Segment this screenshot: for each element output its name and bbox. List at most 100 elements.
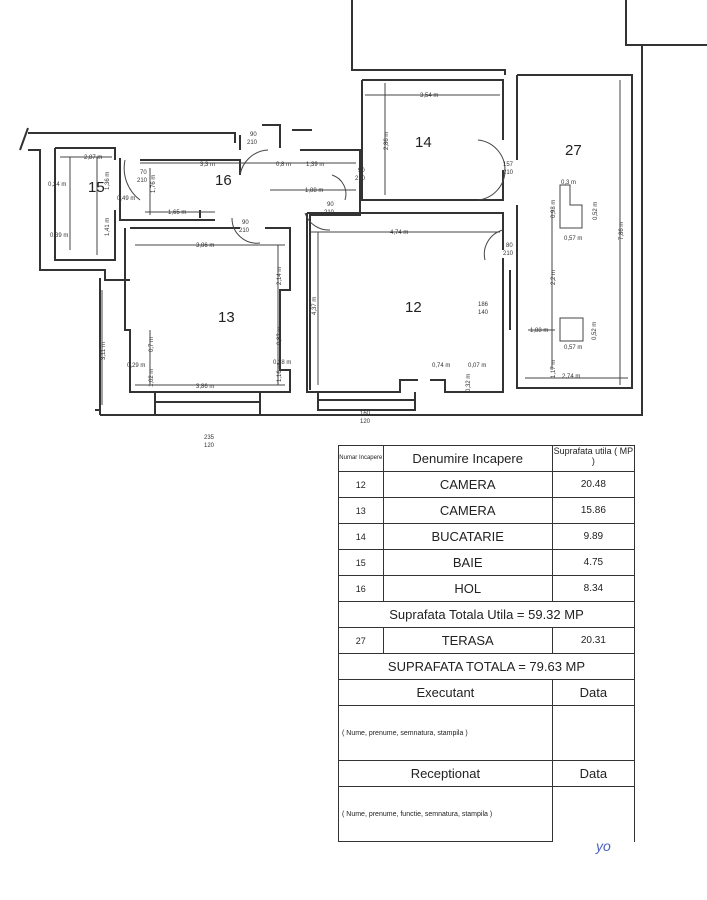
total-usable-row: Suprafata Totala Utila = 59.32 MP (338, 601, 635, 628)
dim-label: 0,39 m (50, 233, 68, 239)
dim-label: 0,49 m (117, 196, 135, 202)
door-width: 90 (250, 132, 257, 138)
room-name: CAMERA (382, 471, 553, 498)
executant-date-label: Data (551, 679, 636, 706)
door-height: 210 (503, 170, 514, 176)
dim-label: 1,02 m (149, 369, 155, 387)
dim-label: 0,29 m (127, 363, 145, 369)
executant-signature-field: ( Nume, prenume, semnatura, stampila ) (338, 705, 553, 761)
room-number: 14 (338, 523, 384, 550)
room-number-27: 27 (565, 142, 582, 159)
window-height: 120 (360, 419, 371, 425)
dim-label: 0,52 m (593, 202, 599, 220)
room-area: 20.31 (551, 627, 636, 654)
dim-label: 3,3 m (200, 162, 215, 168)
room-number: 16 (338, 575, 384, 602)
receptionat-date-field (551, 786, 636, 842)
room-number: 12 (338, 471, 384, 498)
room-number-12: 12 (405, 299, 422, 316)
window-width: 186 (478, 302, 489, 308)
receptionat-label: Receptionat (338, 760, 553, 787)
room-area: 9.89 (551, 523, 636, 550)
total-area: SUPRAFATA TOTALA = 79.63 MP (338, 653, 635, 680)
dim-label: 3,11 m (101, 342, 107, 360)
room-number: 15 (338, 549, 384, 576)
room-name: CAMERA (382, 497, 553, 524)
header-room-name: Denumire Incapere (382, 445, 553, 472)
room-number: 13 (338, 497, 384, 524)
door-width: 157 (503, 162, 514, 168)
dim-label: 1,36 m (105, 172, 111, 190)
room-number-16: 16 (215, 172, 232, 189)
dim-label: 2,14 m (277, 267, 283, 285)
door-swings (123, 139, 506, 261)
room-name: BUCATARIE (382, 523, 553, 550)
room-areas-table: Numar Incapere Denumire Incapere Suprafa… (338, 445, 636, 842)
dim-label: 1,16 m (277, 364, 283, 382)
room-area: 15.86 (551, 497, 636, 524)
dim-label: 0,32 m (466, 374, 472, 392)
door-width: 90 (358, 168, 365, 174)
room-number-15: 15 (88, 179, 105, 196)
door-height: 210 (355, 176, 366, 182)
dim-label: 4,37 m (312, 297, 318, 315)
dim-label: 1,17 m (551, 360, 557, 378)
executant-date-field (551, 705, 636, 761)
window-width: 160 (360, 411, 371, 417)
window-width: 235 (204, 435, 215, 441)
dim-label: 1,65 m (168, 210, 186, 216)
header-area: Suprafata utila ( MP ) (551, 445, 636, 472)
total-usable-area: Suprafata Totala Utila = 59.32 MP (338, 601, 635, 628)
dim-label: 0,52 m (592, 322, 598, 340)
dim-label: 0,74 m (432, 363, 450, 369)
dim-label: 0,57 m (564, 236, 582, 242)
opening-labels: 90 210 70 210 90 210 90 210 90 210 157 2… (137, 132, 514, 449)
room-number: 27 (338, 627, 384, 654)
dimension-labels: 3,54 m 2,86 m 4,74 m 4,37 m 0,74 m 0,07 … (48, 93, 625, 392)
table-header: Numar Incapere Denumire Incapere Suprafa… (338, 445, 636, 472)
door-height: 210 (239, 228, 250, 234)
executant-signature-row: ( Nume, prenume, semnatura, stampila ) (338, 705, 636, 761)
dim-label: 4,74 m (390, 230, 408, 236)
header-room-number: Numar Incapere (338, 445, 384, 472)
executant-label: Executant (338, 679, 553, 706)
dim-label: 0,57 m (564, 345, 582, 351)
room-area: 4.75 (551, 549, 636, 576)
dim-label: 0,98 m (551, 200, 557, 218)
dim-label: 3,86 m (196, 243, 214, 249)
door-width: 70 (140, 170, 147, 176)
window-height: 120 (204, 443, 215, 449)
dim-label: 7,86 m (619, 222, 625, 240)
door-width: 80 (506, 243, 513, 249)
room-name: TERASA (382, 627, 553, 654)
dim-label: 0,24 m (48, 182, 66, 188)
receptionat-signature-row: ( Nume, prenume, functie, semnatura, sta… (338, 786, 636, 842)
window-height: 140 (478, 310, 489, 316)
room-area: 20.48 (551, 471, 636, 498)
dim-label: 2,2 m (551, 270, 557, 285)
dim-label: 3,86 m (196, 384, 214, 390)
dimension-lines (60, 80, 628, 405)
walls (19, 0, 707, 416)
door-height: 210 (247, 140, 258, 146)
room-number-13: 13 (218, 309, 235, 326)
dim-label: 0,8 m (276, 162, 291, 168)
total-row: SUPRAFATA TOTALA = 79.63 MP (338, 653, 635, 680)
receptionat-signature-field: ( Nume, prenume, functie, semnatura, sta… (338, 786, 553, 842)
dim-label: 2,74 m (562, 374, 580, 380)
dim-label: 2,86 m (384, 132, 390, 150)
dim-label: 1,88 m (305, 188, 323, 194)
room-number-14: 14 (415, 134, 432, 151)
door-width: 90 (327, 202, 334, 208)
room-name: BAIE (382, 549, 553, 576)
